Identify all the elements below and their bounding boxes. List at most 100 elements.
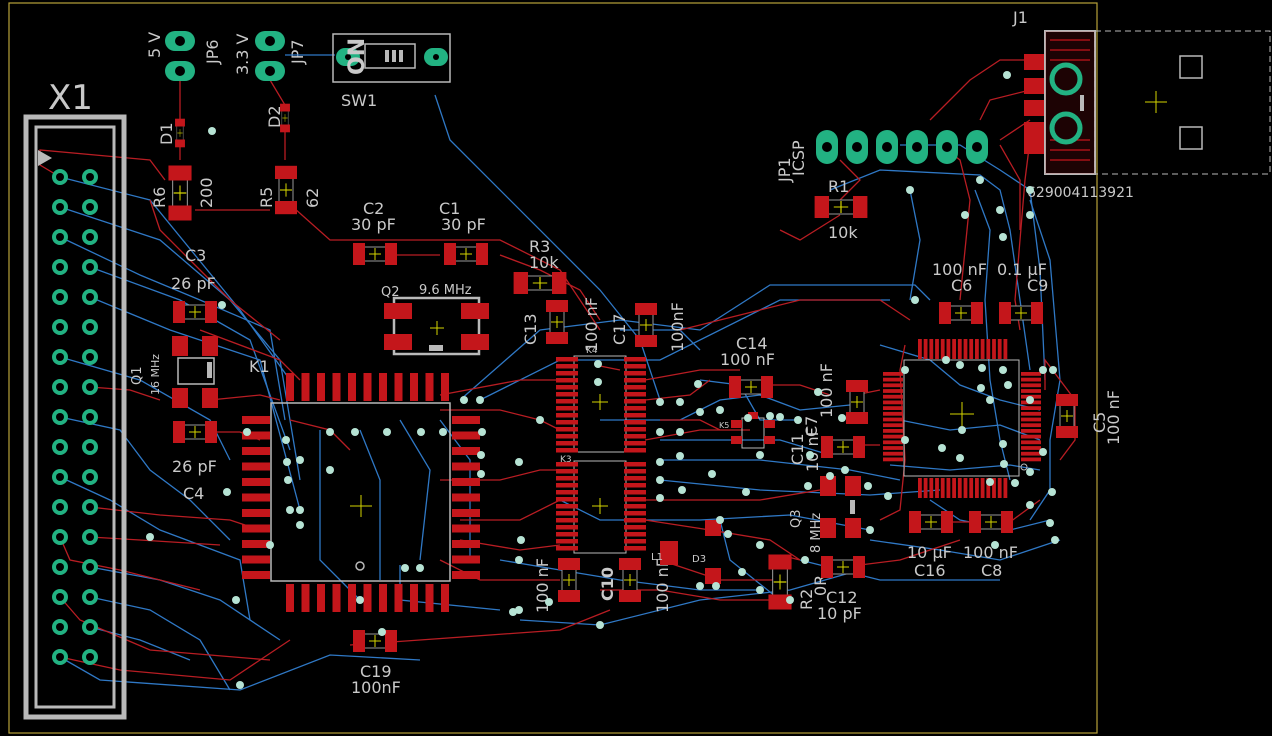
x1-pin bbox=[82, 529, 98, 545]
k4pins-pin bbox=[556, 420, 578, 425]
x1-pin bbox=[52, 289, 68, 305]
via bbox=[756, 586, 764, 594]
diode-d1: D1 bbox=[157, 118, 186, 148]
via bbox=[284, 476, 292, 484]
connector-j1-usb: J1 629004113921 bbox=[1012, 8, 1271, 201]
c5-value: 100 nF bbox=[1104, 390, 1123, 445]
x1-pin bbox=[82, 469, 98, 485]
k4pins-pin bbox=[624, 448, 646, 453]
x1-pin bbox=[82, 499, 98, 515]
capacitor-c10-left: 100 nF bbox=[533, 557, 581, 613]
k4pins-pin bbox=[624, 413, 646, 418]
via bbox=[696, 408, 704, 416]
k1-pin-right bbox=[452, 478, 480, 486]
x1-pin bbox=[52, 349, 68, 365]
via bbox=[938, 444, 946, 452]
r1-ref: R1 bbox=[828, 177, 849, 196]
right-ic-pin-bottom bbox=[986, 478, 991, 498]
capacitor-c3: C3 26 pF bbox=[171, 246, 218, 324]
k1-pin-top bbox=[301, 373, 310, 401]
via bbox=[286, 506, 294, 514]
via bbox=[594, 378, 602, 386]
via bbox=[999, 366, 1007, 374]
x1-pin bbox=[82, 349, 98, 365]
icsp-pin bbox=[846, 130, 868, 164]
ic-k5: K5 bbox=[719, 412, 775, 449]
right-ic-pin-left bbox=[883, 423, 903, 428]
k4pins-pin bbox=[556, 385, 578, 390]
right-ic-pin-top bbox=[975, 339, 979, 359]
via bbox=[401, 564, 409, 572]
x1-pin bbox=[82, 259, 98, 275]
right-ic-pin-bottom bbox=[963, 478, 968, 498]
capacitor-c11: C11 10 nF bbox=[788, 427, 866, 472]
via bbox=[656, 458, 664, 466]
c17-ref: C17 bbox=[610, 313, 629, 345]
k1-pin-right bbox=[452, 416, 480, 424]
via bbox=[977, 384, 985, 392]
x1-pin bbox=[52, 499, 68, 515]
icsp-pin bbox=[906, 130, 928, 164]
k3pins-pin bbox=[556, 532, 578, 537]
k3pins-pin bbox=[556, 476, 578, 481]
right-ic-pin-top bbox=[997, 339, 1002, 359]
right-ic-pin-right bbox=[1021, 389, 1041, 393]
right-ic-pin-right bbox=[1021, 457, 1041, 462]
right-ic-pin-bottom bbox=[975, 478, 979, 498]
via bbox=[232, 596, 240, 604]
k3pins-pin bbox=[624, 511, 646, 516]
via bbox=[326, 428, 334, 436]
c13-ref: C13 bbox=[521, 313, 540, 345]
icsp-pin bbox=[816, 130, 838, 164]
right-ic-pin-left bbox=[883, 440, 903, 445]
k3pins-pin bbox=[624, 546, 646, 551]
right-ic-pin-bottom bbox=[940, 478, 945, 498]
via bbox=[378, 628, 386, 636]
via bbox=[716, 406, 724, 414]
via bbox=[742, 488, 750, 496]
k1-pin-right bbox=[452, 493, 480, 502]
k1-pin-left bbox=[242, 524, 270, 533]
right-ic-pin-right bbox=[1021, 423, 1041, 428]
r6-ref: R6 bbox=[150, 187, 169, 208]
k1-pin-top bbox=[394, 373, 403, 401]
x1-pin bbox=[82, 409, 98, 425]
c6-value: 100 nF bbox=[932, 260, 987, 279]
vias bbox=[146, 71, 1059, 689]
k3pins-pin bbox=[556, 511, 578, 516]
k3pins-pin bbox=[556, 462, 578, 467]
icsp-pin bbox=[876, 130, 898, 164]
c14-value: 100 nF bbox=[720, 350, 775, 369]
right-ic-pin-top bbox=[946, 339, 951, 359]
via bbox=[864, 482, 872, 490]
right-ic-pin-right bbox=[1021, 383, 1041, 388]
c19-value: 100nF bbox=[351, 678, 401, 697]
k4pins-pin bbox=[624, 420, 646, 425]
c11-value: 10 nF bbox=[803, 427, 822, 472]
via bbox=[804, 482, 812, 490]
k1-pin-left bbox=[242, 447, 270, 455]
via bbox=[656, 398, 664, 406]
jp7-value: 3.3 V bbox=[233, 33, 252, 75]
k1-pin-left bbox=[242, 478, 270, 486]
c4-ref: C4 bbox=[183, 484, 204, 503]
right-ic-pin-bottom bbox=[952, 478, 956, 498]
k3pins-pin bbox=[556, 490, 578, 495]
via bbox=[356, 596, 364, 604]
via bbox=[509, 608, 517, 616]
via bbox=[712, 582, 720, 590]
right-ic-pin-bottom bbox=[997, 478, 1002, 498]
c5-ref: C5 bbox=[1090, 412, 1109, 433]
k1-pin-right bbox=[452, 524, 480, 533]
k1-pin-bottom bbox=[425, 584, 434, 612]
via bbox=[1011, 479, 1019, 487]
capacitor-c12: C12 10 pF bbox=[817, 555, 866, 623]
via bbox=[826, 472, 834, 480]
k4pins-pin bbox=[624, 357, 646, 362]
inductor-l1: L1 bbox=[651, 541, 678, 565]
right-ic-pin-top bbox=[992, 339, 996, 359]
x1-pin bbox=[82, 619, 98, 635]
c2-ref: C2 bbox=[363, 199, 384, 218]
right-ic-pin-bottom bbox=[1003, 478, 1008, 498]
k1-pin-bottom bbox=[348, 584, 356, 612]
